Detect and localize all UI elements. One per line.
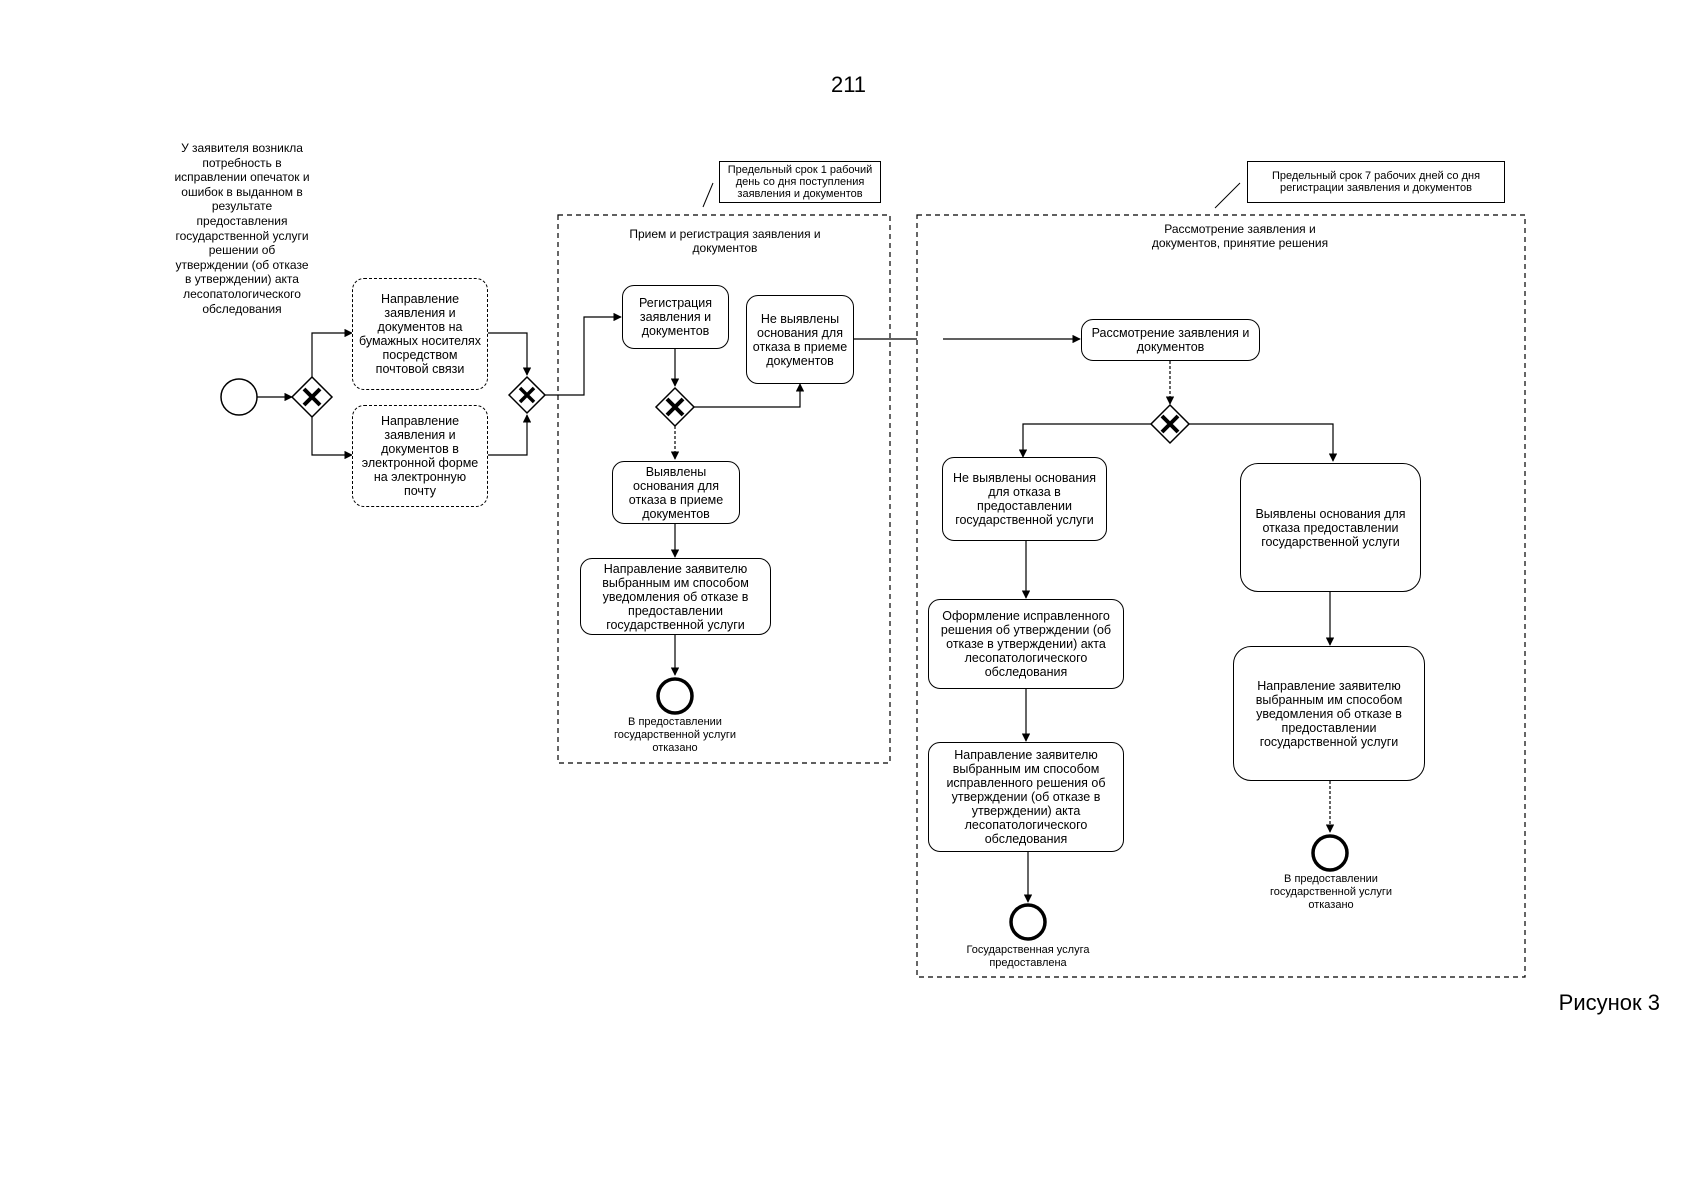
flow-gw3-no-grounds: [694, 383, 805, 408]
task-register: Регистрация заявления и документов: [622, 285, 729, 349]
end-event-provided: [1009, 903, 1047, 941]
gateway-1: [290, 375, 334, 419]
end-event-refused-accept: [656, 677, 694, 715]
task-paper-submission: Направление заявления и документов на бу…: [352, 278, 488, 390]
pool-title-reception: Прием и регистрация заявления и документ…: [629, 227, 821, 255]
gateway-2: [507, 375, 547, 415]
flow-gw4-no-grounds: [1018, 423, 1151, 458]
page-number: 211: [830, 72, 867, 97]
task-prepare-decision: Оформление исправленного решения об утве…: [928, 599, 1124, 689]
end-event-refused-service: [1311, 834, 1349, 872]
task-grounds-service: Выявлены основания для отказа предоставл…: [1240, 463, 1421, 592]
task-send-decision: Направление заявителю выбранным им спосо…: [928, 742, 1124, 852]
pool-title-decision: Рассмотрение заявления и документов, при…: [1151, 222, 1329, 250]
task-email-submission: Направление заявления и документов в эле…: [352, 405, 488, 507]
task-no-grounds-accept: Не выявлены основания для отказа в прием…: [746, 295, 854, 384]
flow-gw2-register: [545, 312, 622, 396]
start-event: [220, 378, 258, 416]
figure-label: Рисунок 3: [1558, 990, 1660, 1015]
task-grounds-accept: Выявлены основания для отказа в приеме д…: [612, 461, 740, 524]
task-review: Рассмотрение заявления и документов: [1081, 319, 1260, 361]
gateway-3: [654, 386, 696, 428]
note1-connector: [702, 182, 714, 208]
flow-email-gw2: [488, 414, 532, 456]
start-note: У заявителя возникла потребность в испра…: [174, 141, 310, 316]
pool-reception: [557, 214, 891, 764]
gateway-4: [1149, 403, 1191, 445]
end-label-provided: Государственная услуга предоставлена: [966, 944, 1090, 969]
flow-paper-gw2: [488, 332, 532, 376]
flow-gw4-grounds: [1189, 423, 1338, 462]
note-deadline-1-day: Предельный срок 1 рабочий день со дня по…: [719, 161, 881, 203]
flow-gw1-email: [311, 417, 353, 460]
pool-decision: [916, 214, 1526, 978]
end-label-refused-accept: В предоставлении государственной услуги …: [614, 716, 736, 754]
note2-connector: [1214, 182, 1241, 209]
note-deadline-7-days: Предельный срок 7 рабочих дней со дня ре…: [1247, 161, 1505, 203]
task-no-grounds-service: Не выявлены основания для отказа в предо…: [942, 457, 1107, 541]
task-notify-refusal-service: Направление заявителю выбранным им спосо…: [1233, 646, 1425, 781]
flow-gw1-paper: [311, 328, 353, 377]
task-notify-refusal-accept: Направление заявителю выбранным им спосо…: [580, 558, 771, 635]
end-label-refused-service: В предоставлении государственной услуги …: [1270, 873, 1392, 911]
